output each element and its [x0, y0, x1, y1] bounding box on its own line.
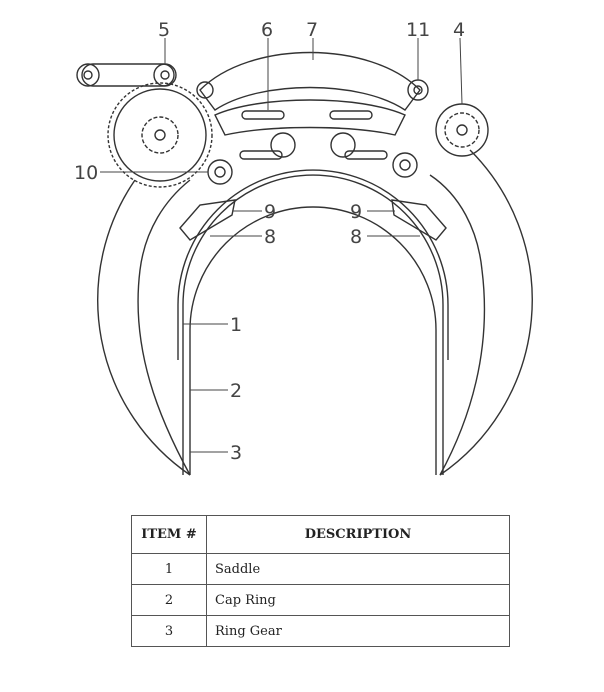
callout-2: 2 — [230, 380, 242, 402]
item-number: 2 — [131, 584, 207, 616]
table-row: 2 Cap Ring — [131, 584, 510, 616]
drive-gear — [107, 82, 213, 188]
cap-ring — [189, 206, 437, 475]
parts-table: ITEM # DESCRIPTION 1 Saddle 2 Cap Ring 3… — [131, 515, 510, 647]
callout-5: 5 — [158, 19, 170, 41]
callout-10: 10 — [74, 162, 98, 184]
callout-11: 11 — [406, 19, 430, 41]
table-row: 3 Ring Gear — [131, 615, 510, 647]
crank-arm — [81, 63, 175, 87]
item-description: Cap Ring — [206, 584, 510, 616]
header-item: ITEM # — [131, 515, 207, 554]
pinion-gear — [141, 116, 179, 154]
header-description: DESCRIPTION — [206, 515, 510, 554]
item-description: Ring Gear — [206, 615, 510, 647]
callout-4: 4 — [453, 19, 465, 41]
saddle — [182, 174, 444, 475]
table-header-row: ITEM # DESCRIPTION — [131, 515, 510, 554]
right-gear — [435, 103, 489, 157]
item-number: 1 — [131, 553, 207, 585]
ring-gear-left — [97, 179, 191, 476]
callout-7: 7 — [306, 19, 318, 41]
ring-gear-right — [429, 149, 533, 476]
callout-3: 3 — [230, 442, 242, 464]
callout-8-right: 8 — [350, 226, 362, 248]
callout-6: 6 — [261, 19, 273, 41]
item-number: 3 — [131, 615, 207, 647]
table-row: 1 Saddle — [131, 553, 510, 585]
callout-9-left: 9 — [264, 201, 276, 223]
top-link — [199, 51, 421, 111]
callout-9-right: 9 — [350, 201, 362, 223]
machine-drawing: 5 6 7 11 4 10 9 8 9 8 1 2 3 — [74, 19, 533, 476]
callout-8-left: 8 — [264, 226, 276, 248]
item-description: Saddle — [206, 553, 510, 585]
callout-1: 1 — [230, 314, 242, 336]
